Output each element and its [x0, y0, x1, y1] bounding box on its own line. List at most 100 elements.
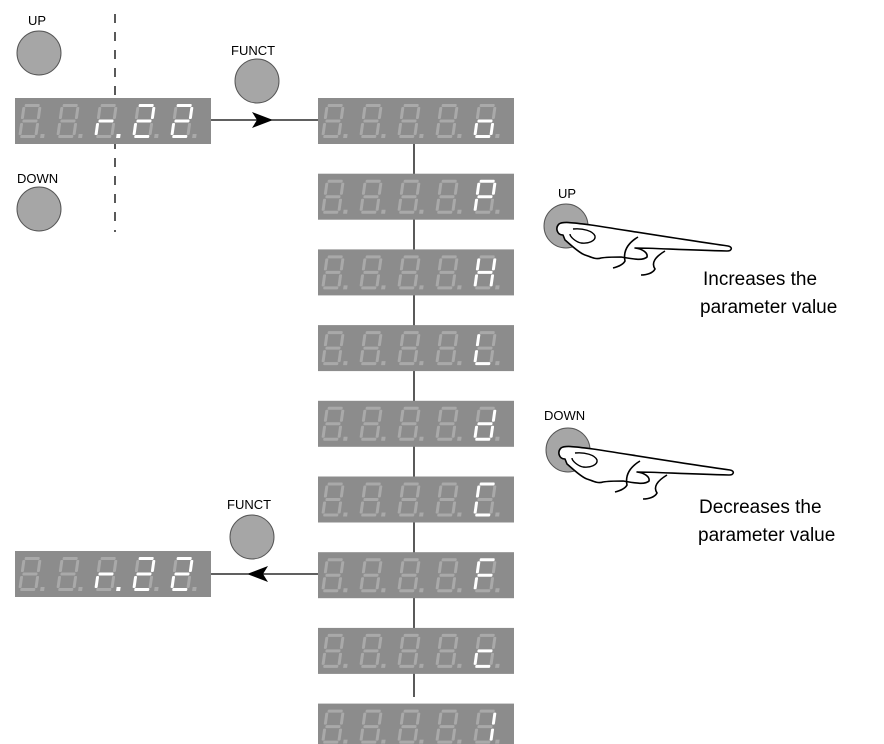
segment-e	[359, 728, 365, 741]
segment-g	[439, 649, 455, 653]
segment-d	[437, 135, 453, 138]
segment-d	[361, 210, 377, 214]
segment-a	[327, 482, 343, 486]
segment-a	[403, 633, 419, 637]
segment-d	[361, 664, 377, 668]
segment-d	[437, 437, 453, 441]
segment-a	[365, 558, 381, 562]
display-left-bottom	[15, 551, 211, 597]
menu-2-digit-4	[435, 179, 462, 214]
segment-b	[377, 409, 383, 422]
menu-3-digit-4	[435, 255, 462, 290]
segment-c	[451, 123, 457, 135]
segment-f	[58, 107, 64, 119]
decimal-point	[381, 285, 386, 290]
segment-d	[361, 513, 377, 517]
segment-d	[399, 589, 415, 593]
segment-a	[62, 557, 78, 560]
segment-b	[377, 636, 383, 649]
segment-f	[172, 560, 178, 572]
menu-display-8	[318, 627, 514, 674]
segment-b	[377, 107, 383, 119]
segment-c	[337, 274, 343, 287]
segment-b	[36, 560, 42, 572]
segment-f	[475, 485, 481, 498]
decimal-point	[343, 285, 348, 290]
menu-display-9	[318, 703, 514, 744]
segment-d	[475, 210, 491, 214]
segment-d	[323, 513, 339, 517]
menu-display-2	[318, 173, 514, 220]
segment-f	[361, 712, 367, 725]
menu-8-digit-1	[321, 633, 348, 668]
segment-e	[397, 198, 403, 211]
segment-e	[435, 198, 441, 211]
segment-g	[439, 498, 455, 501]
segment-f	[399, 712, 405, 725]
segment-f	[399, 182, 405, 195]
segment-c	[451, 274, 457, 287]
segment-g	[477, 346, 493, 350]
segment-e	[473, 350, 479, 363]
segment-b	[377, 485, 383, 498]
segment-b	[339, 182, 345, 195]
decimal-point	[419, 285, 424, 290]
segment-d	[361, 740, 377, 744]
decimal-point	[381, 361, 386, 366]
segment-a	[327, 331, 343, 335]
decimal-point	[381, 134, 386, 138]
decimal-point	[381, 209, 386, 214]
segment-a	[365, 633, 381, 637]
segment-f	[361, 107, 367, 119]
segment-d	[475, 740, 491, 744]
funct-label-top: FUNCT	[231, 43, 276, 58]
segment-e	[321, 728, 327, 741]
decimal-point	[457, 739, 462, 744]
left-bottom-digit-2	[56, 557, 83, 591]
segment-e	[321, 577, 327, 590]
segment-d	[361, 362, 377, 366]
segment-e	[473, 274, 479, 287]
segment-g	[439, 725, 455, 729]
decimal-point	[457, 436, 462, 441]
segment-d	[323, 589, 339, 593]
segment-e	[359, 501, 365, 514]
menu-7-digit-2	[359, 558, 386, 593]
funct-button-bottom	[229, 514, 275, 560]
segment-e	[18, 576, 24, 588]
menu-2-digit-3	[397, 179, 424, 214]
finger-up-icon	[543, 203, 733, 276]
segment-c	[375, 652, 381, 665]
segment-c	[110, 576, 116, 588]
decimal-point	[381, 436, 386, 441]
segment-e	[435, 350, 441, 363]
segment-b	[453, 334, 459, 347]
segment-g	[401, 119, 417, 123]
menu-3-digit-5	[473, 255, 500, 290]
menu-4-digit-5	[473, 331, 500, 366]
segment-a	[365, 482, 381, 486]
segment-d	[323, 664, 339, 668]
segment-g	[439, 195, 455, 199]
decimal-point	[343, 361, 348, 366]
segment-f	[323, 182, 329, 195]
segment-a	[441, 104, 457, 107]
segment-d	[58, 588, 74, 591]
segment-a	[479, 406, 495, 410]
segment-e	[321, 198, 327, 211]
segment-c	[337, 425, 343, 438]
segment-g	[401, 270, 417, 274]
segment-f	[323, 409, 329, 422]
segment-f	[361, 561, 367, 574]
menu-1-digit-2	[359, 104, 386, 138]
decimal-point	[495, 588, 500, 593]
segment-g	[325, 270, 341, 274]
segment-f	[134, 107, 140, 119]
segment-d	[399, 513, 415, 517]
menu-9-digit-4	[435, 709, 462, 744]
segment-f	[437, 182, 443, 195]
segment-b	[74, 107, 80, 119]
segment-b	[150, 107, 156, 119]
segment-f	[399, 485, 405, 498]
segment-c	[451, 577, 457, 590]
